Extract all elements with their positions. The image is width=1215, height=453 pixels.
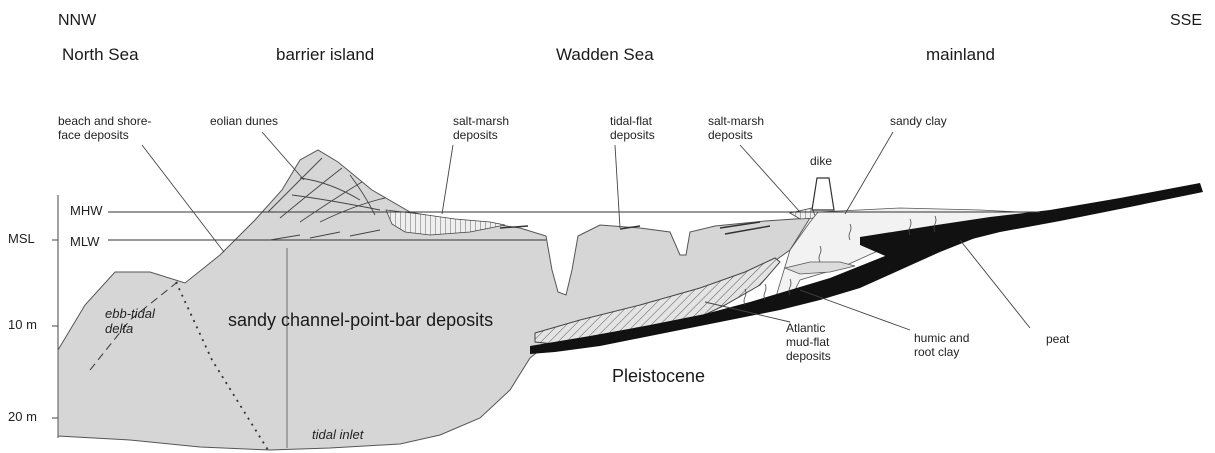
dike-shape [812,178,834,210]
label-pleistocene: Pleistocene [612,366,705,387]
label-sandy-channel: sandy channel-point-bar deposits [228,310,493,331]
orientation-left: NNW [58,12,96,30]
orientation-right: SSE [1170,12,1202,30]
label-beach-shoreface: beach and shore- face deposits [58,115,151,143]
label-saltmarsh-2: salt-marsh deposits [708,115,764,143]
label-humic-root-clay: humic and root clay [914,332,969,360]
label-sandy-clay: sandy clay [890,115,947,129]
label-tidal-inlet: tidal inlet [312,428,363,443]
label-atlantic-mudflat: Atlantic mud-flat deposits [786,322,831,363]
label-eolian-dunes: eolian dunes [210,115,278,129]
label-mhw: MHW [70,204,103,219]
label-peat: peat [1046,333,1069,347]
region-north-sea: North Sea [62,45,139,65]
region-mainland: mainland [926,45,995,65]
label-mlw: MLW [70,235,99,250]
label-dike: dike [810,155,832,169]
region-barrier-island: barrier island [276,45,374,65]
region-wadden-sea: Wadden Sea [556,45,654,65]
label-ebb-tidal-delta: ebb-tidal delta [105,307,155,337]
label-10m: 10 m [8,318,37,333]
label-tidal-flat: tidal-flat deposits [610,115,655,143]
label-20m: 20 m [8,410,37,425]
label-msl: MSL [8,232,35,247]
label-saltmarsh-1: salt-marsh deposits [453,115,509,143]
